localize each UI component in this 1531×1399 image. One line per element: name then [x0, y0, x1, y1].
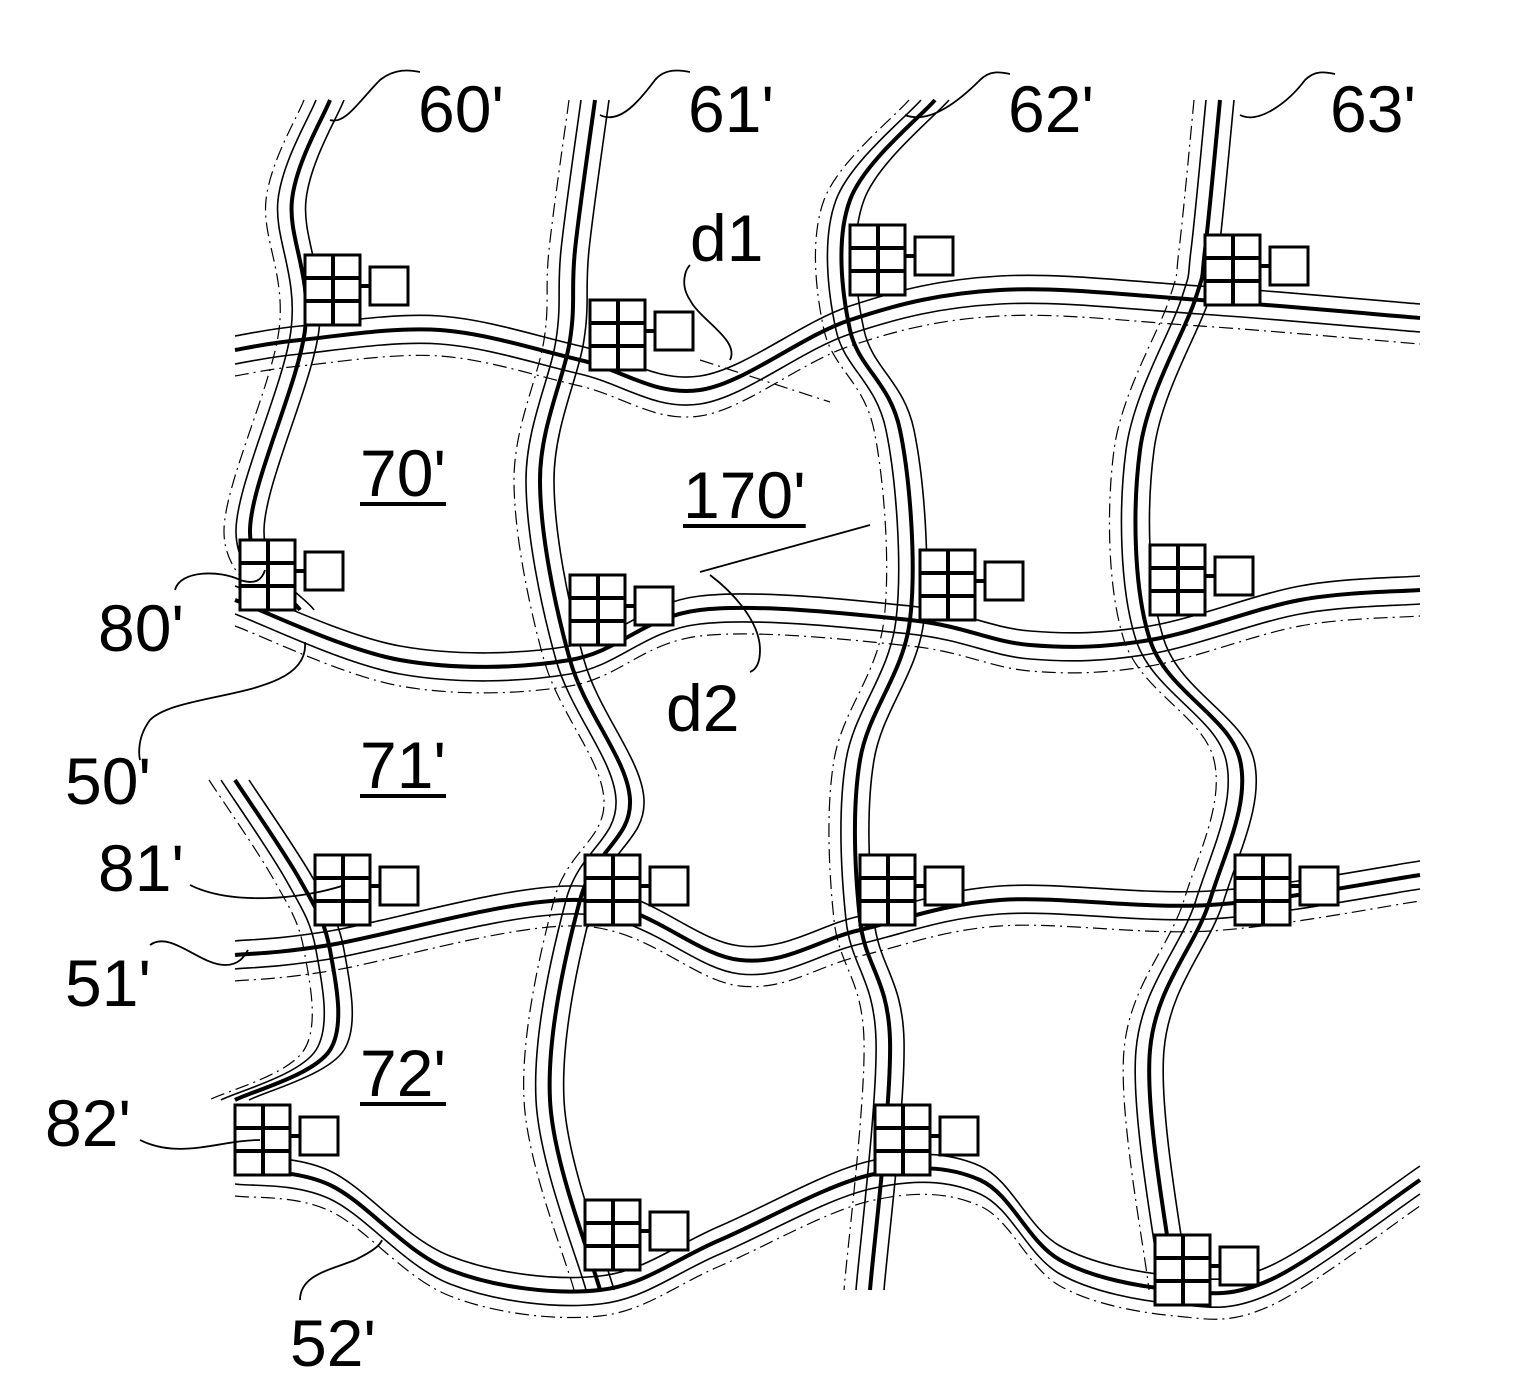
data-line: [1133, 99, 1245, 1291]
switch-element: [918, 548, 1025, 622]
pixel-boundary: [234, 615, 1421, 694]
switch-element: [233, 1103, 340, 1177]
switch-element: [303, 253, 410, 327]
data-line-edge: [220, 779, 326, 1101]
pixel-boundary: [814, 99, 910, 1291]
label-pixel-70: 70': [360, 436, 447, 510]
label-distance-d1: d1: [690, 201, 764, 275]
switch-element: [858, 853, 965, 927]
pixel-boundary: [234, 900, 1421, 988]
gate-line-edge: [234, 575, 1421, 654]
data-line-edge: [235, 99, 317, 611]
label-data-line-62: 62': [1008, 72, 1095, 146]
switch-element: [848, 223, 955, 297]
pixel-boundary: [223, 99, 305, 611]
data-line-edge: [525, 99, 617, 1291]
label-data-line-63: 63': [1330, 72, 1417, 146]
gate-line-edge: [234, 888, 1421, 976]
label-pixel-72: 72': [360, 1036, 447, 1110]
data-line-edge: [248, 779, 354, 1101]
gate-line-edge: [234, 860, 1421, 948]
switch-element: [568, 573, 675, 647]
label-gate-line-52: 52': [290, 1306, 377, 1380]
label-gate-line-50: 50': [65, 744, 152, 818]
gate-line-edge: [234, 1181, 1421, 1308]
label-switch-81: 81': [98, 831, 185, 905]
label-switch-82: 82': [45, 1086, 132, 1160]
label-data-line-60: 60': [418, 72, 505, 146]
switch-element: [1233, 853, 1340, 927]
data-line: [233, 778, 341, 1102]
label-pixel-71: 71': [360, 728, 447, 802]
pixel-boundary: [1108, 99, 1217, 1291]
switch-element: [588, 298, 695, 372]
label-switch-80: 80': [98, 591, 185, 665]
switch-element: [873, 1103, 980, 1177]
label-distance-d2: d2: [666, 671, 740, 745]
data-line-edge: [1120, 99, 1230, 1291]
pixel-boundary: [234, 314, 1421, 418]
switch-element: [1203, 233, 1310, 307]
switch-element: [583, 1198, 690, 1272]
label-gate-line-51: 51': [65, 946, 152, 1020]
pixel-boundary: [234, 1193, 1421, 1320]
pixel-boundary: [513, 99, 605, 1291]
data-line: [537, 99, 633, 1291]
data-line-edge: [553, 99, 645, 1291]
switch-element: [1153, 1233, 1260, 1307]
data-line-edge: [263, 99, 345, 611]
leader-lines: [138, 69, 1336, 1301]
gate-line-edge: [234, 603, 1421, 682]
switch-element: [1148, 543, 1255, 617]
gate-line: [234, 873, 1421, 963]
switch-element: [583, 853, 690, 927]
gate-line: [234, 287, 1421, 394]
label-pixel-170: 170': [683, 458, 806, 532]
data-line: [839, 98, 937, 1291]
label-data-line-61: 61': [688, 72, 775, 146]
pixel-boundary: [208, 779, 313, 1101]
switch-element: [238, 538, 345, 612]
gate-line-edge: [234, 302, 1421, 406]
gate-line: [234, 588, 1421, 669]
gate-line-edge: [234, 274, 1421, 378]
